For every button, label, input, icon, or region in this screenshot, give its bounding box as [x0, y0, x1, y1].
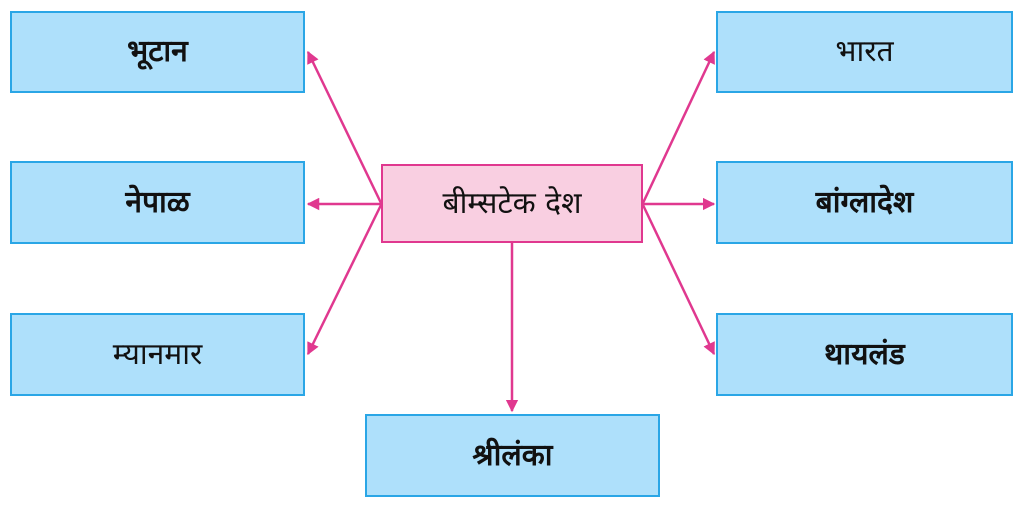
arrow-to-bhutan — [306, 50, 383, 204]
country-label-india: भारत — [835, 34, 894, 69]
country-box-myanmar: म्यानमार — [10, 313, 305, 396]
arrow-to-india — [641, 50, 716, 204]
country-label-nepal: नेपाळ — [125, 184, 190, 220]
country-box-thailand: थायलंड — [716, 313, 1013, 396]
arrow-to-myanmar — [306, 204, 383, 356]
country-label-srilanka: श्रीलंका — [472, 437, 553, 473]
country-box-srilanka: श्रीलंका — [365, 414, 660, 497]
country-label-thailand: थायलंड — [824, 336, 905, 372]
country-box-india: भारत — [716, 11, 1013, 93]
country-box-bangladesh: बांग्लादेश — [716, 161, 1013, 244]
center-label: बीम्सटेक देश — [442, 185, 582, 221]
country-box-bhutan: भूटान — [10, 11, 305, 93]
country-label-bhutan: भूटान — [127, 34, 188, 69]
arrow-to-thailand — [641, 204, 716, 356]
country-box-nepal: नेपाळ — [10, 161, 305, 244]
country-label-bangladesh: बांग्लादेश — [815, 184, 914, 220]
center-box-bimstec: बीम्सटेक देश — [381, 164, 643, 243]
country-label-myanmar: म्यानमार — [112, 336, 203, 372]
